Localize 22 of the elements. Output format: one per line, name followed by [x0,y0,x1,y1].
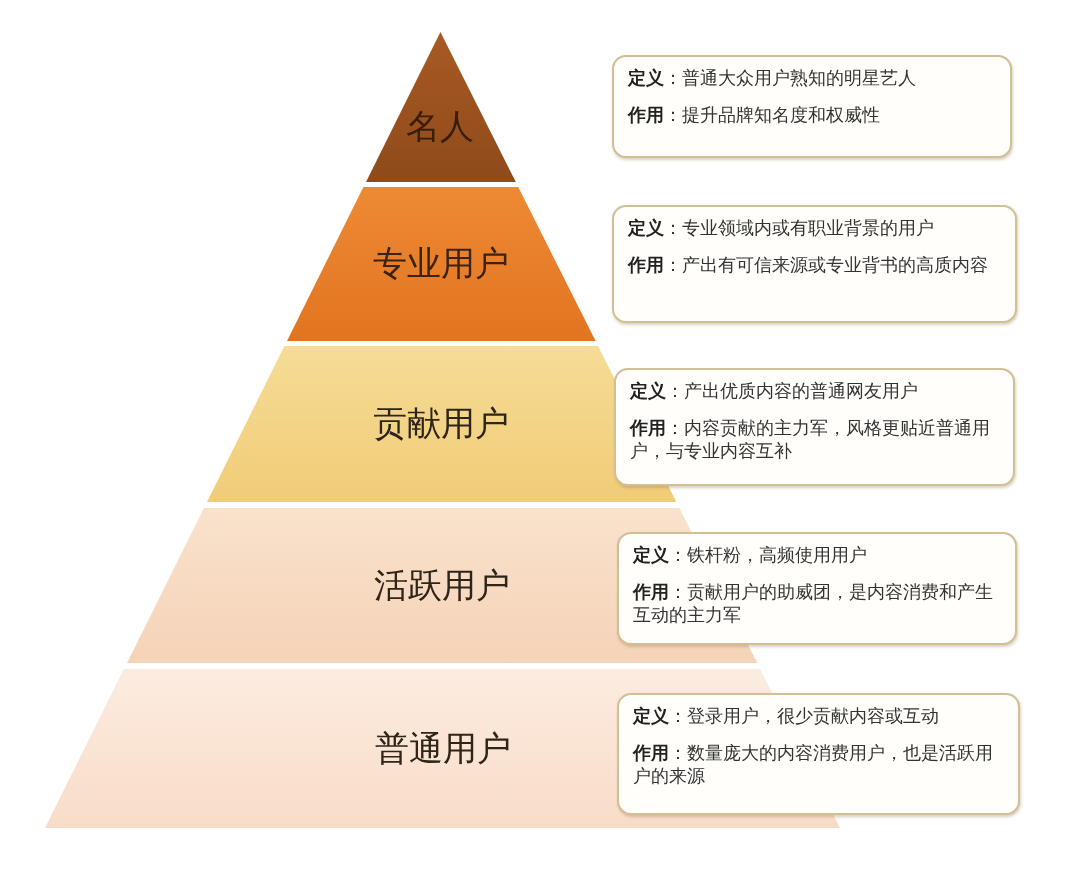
tier-label: 贡献用户 [373,402,510,445]
description-card [614,368,1015,486]
description-card [617,693,1020,815]
description-text: 定义：专业领域内或有职业背景的用户 [628,217,935,240]
description-text: 定义：普通大众用户熟知的明星艺人 [628,67,917,90]
tier-label: 专业用户 [372,242,509,285]
description-text: 作用：贡献用户的助威团，是内容消费和产生互动的主力军 [633,580,994,627]
pyramid-tier [286,187,596,341]
description-text: 作用：数量庞大的内容消费用户，也是活跃用户的来源 [633,741,994,788]
tier-label: 活跃用户 [373,563,510,607]
tier-label: 名人 [406,105,475,148]
tier-label: 普通用户 [374,726,511,770]
description-text: 作用：提升品牌知名度和权威性 [628,103,881,127]
description-text: 定义：铁杆粉，高频使用用户 [633,544,868,567]
description-card [612,55,1012,158]
description-text: 定义：登录用户，很少贡献内容或互动 [633,705,940,728]
pyramid-tier [365,32,516,182]
description-card [612,205,1017,323]
description-text: 作用：产出有可信来源或专业背书的高质内容 [628,253,989,277]
description-card [617,532,1017,645]
description-text: 作用：内容贡献的主力军，风格更贴近普通用户，与专业内容互补 [630,416,991,463]
description-text: 定义：产出优质内容的普通网友用户 [630,380,919,403]
